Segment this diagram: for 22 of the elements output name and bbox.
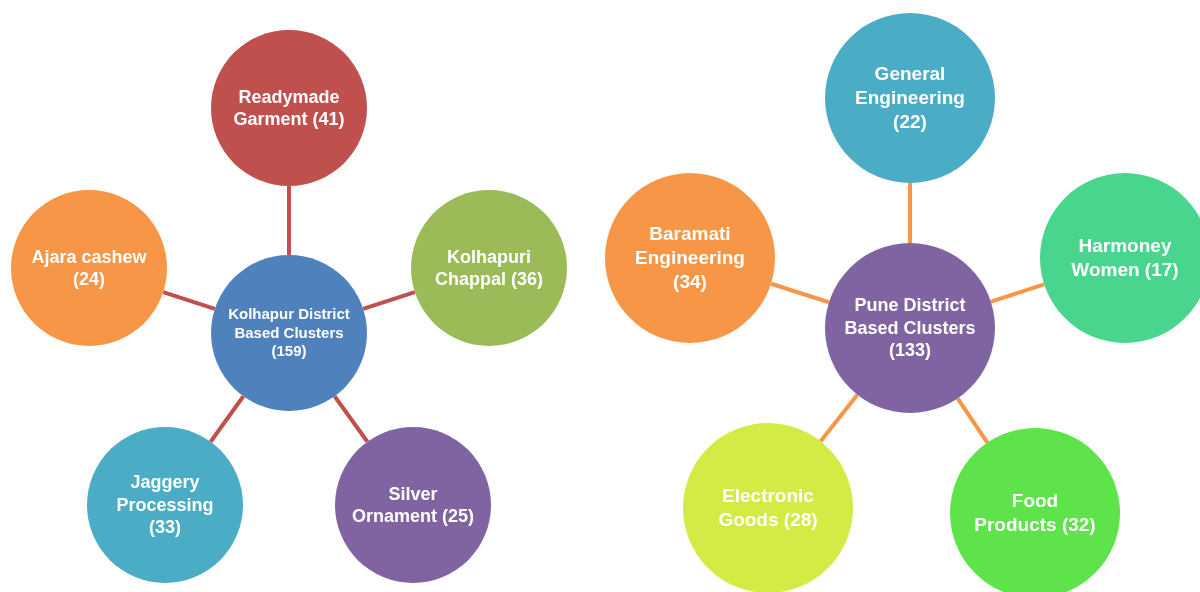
- cluster-label: Baramati Engineering (34): [634, 222, 746, 294]
- cluster-label: Kolhapuri Chappal (36): [434, 245, 544, 291]
- cluster-label: Ajara cashew (24): [30, 245, 148, 291]
- connector-line: [162, 290, 216, 311]
- cluster-label: Silver Ornament (25): [351, 482, 475, 528]
- cluster-label: Readymade Garment (41): [232, 85, 346, 131]
- cluster-label: Jaggery Processing (33): [115, 471, 215, 539]
- connector-line: [209, 395, 245, 443]
- connector-line: [287, 186, 291, 255]
- cluster-label: General Engineering (22): [854, 62, 966, 134]
- connector-line: [362, 290, 416, 311]
- cluster-label: Pune District Based Clusters (133): [843, 294, 977, 362]
- connector-line: [990, 282, 1045, 304]
- cluster-label: Electronic Goods (28): [717, 484, 819, 532]
- connector-line: [908, 183, 912, 243]
- cluster-label: Harmoney Women (17): [1070, 234, 1180, 282]
- connector-line: [955, 397, 990, 444]
- cluster-label: Kolhapur District Based Clusters (159): [227, 304, 351, 362]
- connector-line: [819, 393, 859, 443]
- connector-line: [770, 281, 830, 305]
- cluster-label: Food Products (32): [974, 489, 1096, 537]
- connector-line: [333, 395, 369, 443]
